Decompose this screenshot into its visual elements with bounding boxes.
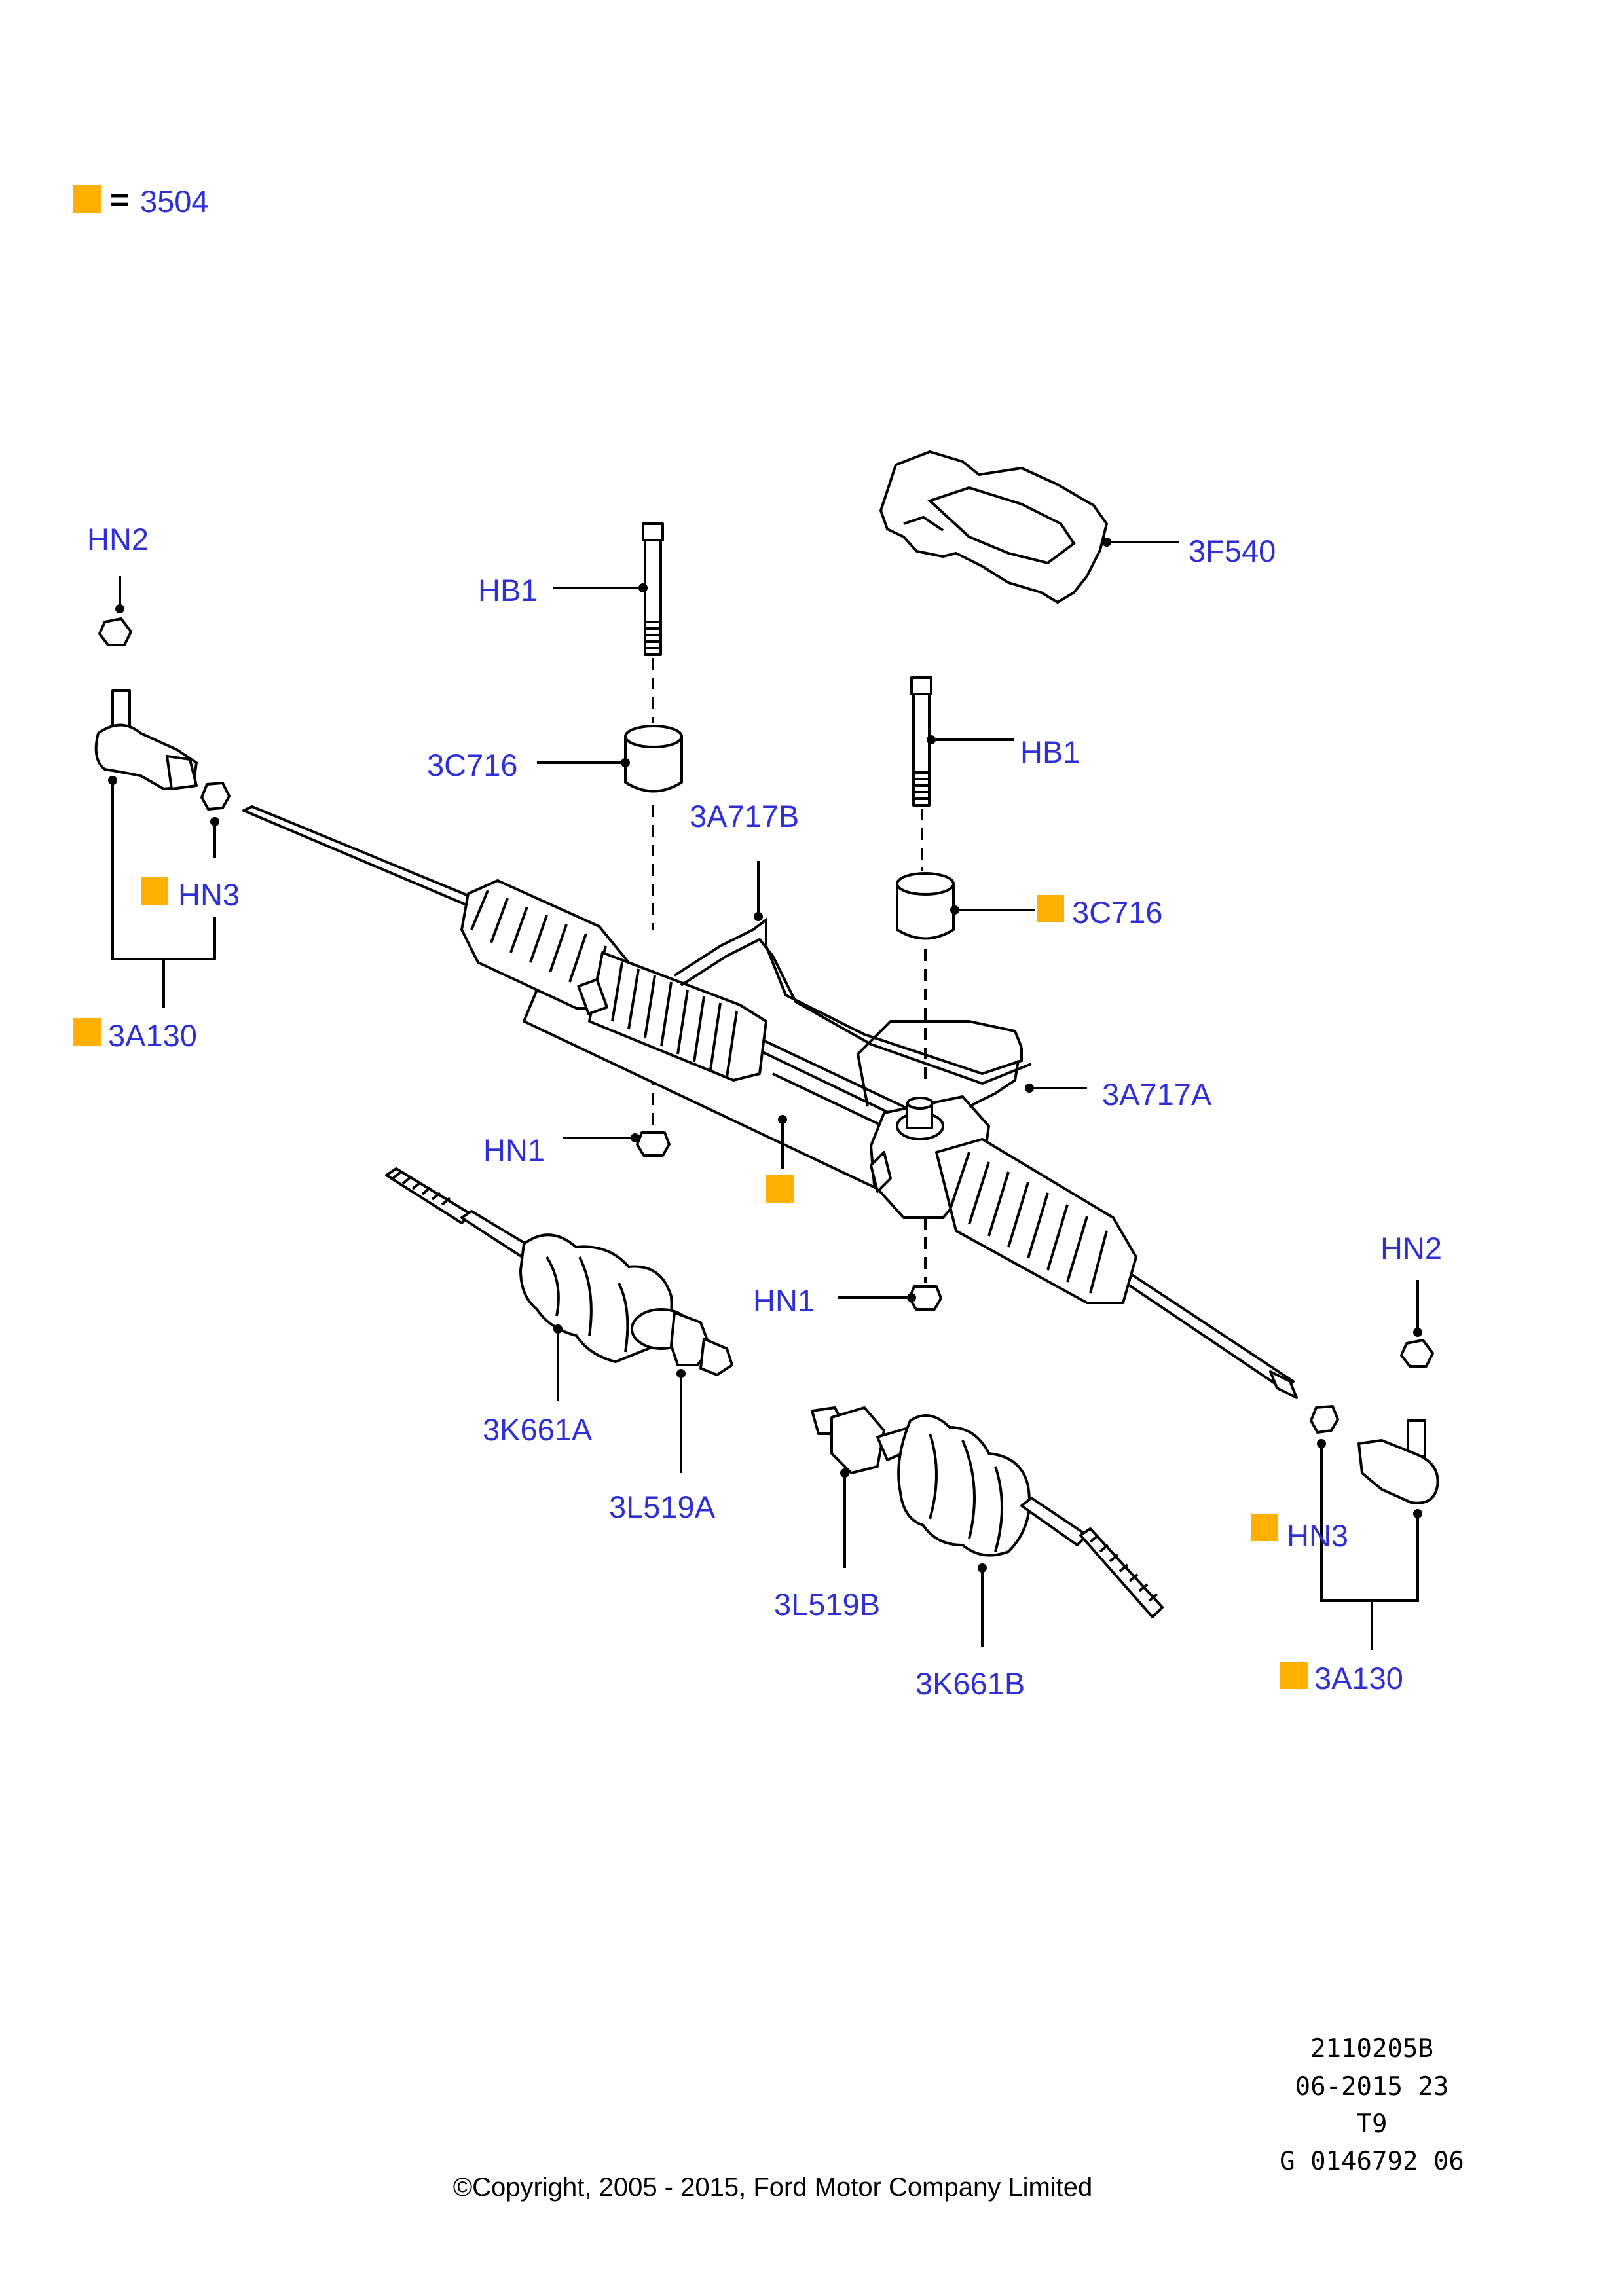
left-bushing-3c716: [537, 725, 683, 793]
callout-3l519a: 3L519A: [609, 1489, 716, 1524]
callout-hb1-right: HB1: [1020, 735, 1080, 769]
right-tie-rod-end-3a130: [1310, 1280, 1439, 1650]
legend-marker-square: [73, 185, 101, 213]
callout-3k661b: 3K661B: [915, 1666, 1025, 1701]
left-boot-kit: [385, 1167, 733, 1473]
callout-hn1-right: HN1: [753, 1283, 815, 1318]
callout-3a717b: 3A717B: [690, 799, 799, 833]
marker-hn3-right: [1251, 1514, 1278, 1541]
marker-3a130-right: [1280, 1662, 1308, 1689]
marker-3a130-left: [73, 1018, 101, 1046]
callout-3c716-right: 3C716: [1072, 895, 1163, 930]
callout-hn2-right: HN2: [1380, 1231, 1442, 1266]
meta-id: G 0146792 06: [1280, 2147, 1464, 2176]
left-nut-hn1: [563, 1131, 671, 1157]
legend-code: 3504: [140, 184, 209, 219]
callout-3a130-right: 3A130: [1314, 1661, 1403, 1696]
left-tie-rod-end-3a130: [94, 576, 231, 1008]
callout-3a130-left: 3A130: [108, 1018, 197, 1053]
callout-3k661a: 3K661A: [483, 1412, 593, 1447]
left-mounting-bolt-hb1: [553, 522, 664, 656]
callout-3c716-left: 3C716: [427, 748, 518, 782]
legend: = 3504: [73, 181, 209, 219]
right-nut-hn1: [838, 1285, 942, 1311]
legend-markers: [73, 877, 1308, 1689]
drawing-meta: 2110205B 06-2015 23 T9 G 0146792 06: [1280, 2034, 1464, 2176]
callout-hn2-left: HN2: [87, 522, 149, 556]
marker-hn3-left: [141, 877, 168, 905]
callout-3f540: 3F540: [1189, 534, 1276, 568]
legend-equals: =: [110, 181, 129, 218]
callout-hn3-left: HN3: [178, 877, 240, 912]
callout-3l519b: 3L519B: [774, 1587, 880, 1622]
callout-hn1-left: HN1: [483, 1133, 545, 1167]
marker-3c716-right: [1037, 895, 1064, 922]
marker-rack: [766, 1175, 794, 1203]
meta-ref: 2110205B: [1310, 2034, 1433, 2064]
callout-3a717a: 3A717A: [1102, 1077, 1212, 1112]
callout-hb1-left: HB1: [478, 573, 538, 608]
callout-labels: HN2 HB1 3C716 3F540 HB1 3A717B 3C716 HN3…: [87, 522, 1442, 1701]
steering-rack-assembly: [242, 805, 1298, 1399]
heat-shield-3f540: [879, 450, 1179, 604]
right-boot-kit: [811, 1406, 1164, 1647]
copyright: ©Copyright, 2005 - 2015, Ford Motor Comp…: [453, 2173, 1093, 2202]
right-mounting-bolt-hb1: [910, 676, 1014, 807]
callout-hn3-right: HN3: [1287, 1518, 1348, 1553]
meta-code: T9: [1357, 2109, 1388, 2139]
right-bushing-3c716: [896, 872, 1035, 940]
meta-date: 06-2015 23: [1295, 2072, 1449, 2102]
